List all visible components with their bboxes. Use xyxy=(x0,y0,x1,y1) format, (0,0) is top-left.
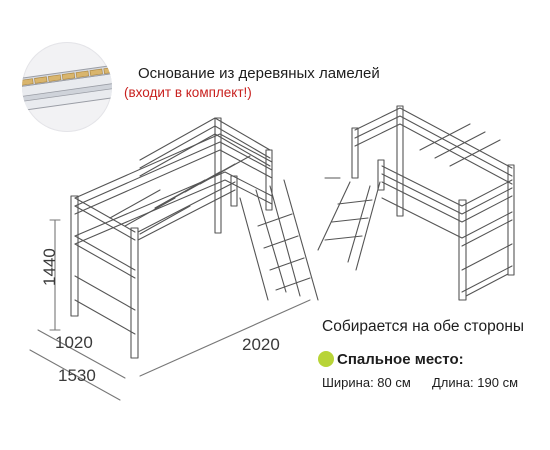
height-dimension-label: 1440 xyxy=(40,248,59,286)
sleeping-width-text: Ширина: 80 см xyxy=(322,375,411,390)
sleeping-place-heading: Спальное место: xyxy=(337,351,464,368)
included-note: (входит в комплект!) xyxy=(124,85,252,100)
width-inner-dimension-label: 1020 xyxy=(55,333,93,352)
sleeping-length-text: Длина: 190 см xyxy=(432,375,519,390)
slat-base-inset xyxy=(22,42,112,132)
slat-base-illustration xyxy=(22,64,112,112)
width-outer-dimension-label: 1530 xyxy=(58,366,96,385)
length-dimension-label: 2020 xyxy=(242,335,280,354)
green-dot-icon xyxy=(318,351,334,367)
slat-base-caption: Основание из деревяных ламелей xyxy=(138,65,380,82)
both-sides-caption: Собирается на обе стороны xyxy=(322,318,525,335)
